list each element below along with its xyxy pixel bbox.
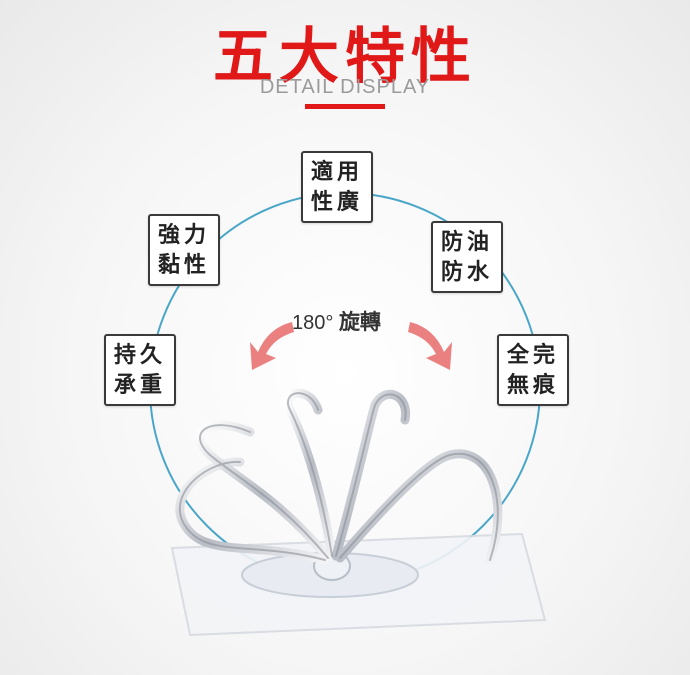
rotate-right-arrow — [408, 322, 452, 370]
feature-line: 性廣 — [311, 189, 364, 215]
page-title: 五大特性 — [213, 22, 477, 92]
rotation-label: 180° 旋轉 — [292, 306, 381, 336]
feature-oil-water-proof: 防油 防水 — [431, 221, 504, 293]
feature-wide-application: 適用 性廣 — [301, 151, 374, 223]
feature-line: 強力 — [158, 222, 211, 248]
feature-line: 適用 — [311, 159, 364, 185]
feature-no-trace: 全完 無痕 — [497, 334, 570, 406]
rotate-left-arrow — [250, 322, 294, 370]
rotation-degrees: 180° — [292, 312, 334, 334]
title-underline — [305, 104, 385, 109]
rotation-text: 旋轉 — [338, 309, 381, 334]
feature-line: 黏性 — [158, 252, 211, 278]
feature-line: 全完 — [507, 342, 560, 368]
page-subtitle: DETAIL DISPLAY — [259, 76, 431, 98]
feature-line: 防水 — [441, 259, 494, 285]
feature-strong-adhesion: 強力 黏性 — [148, 214, 221, 286]
feature-line: 承重 — [114, 372, 167, 398]
feature-line: 防油 — [441, 229, 494, 255]
feature-line: 無痕 — [507, 372, 560, 398]
feature-line: 持久 — [114, 342, 167, 368]
feature-load-bearing: 持久 承重 — [104, 334, 177, 406]
